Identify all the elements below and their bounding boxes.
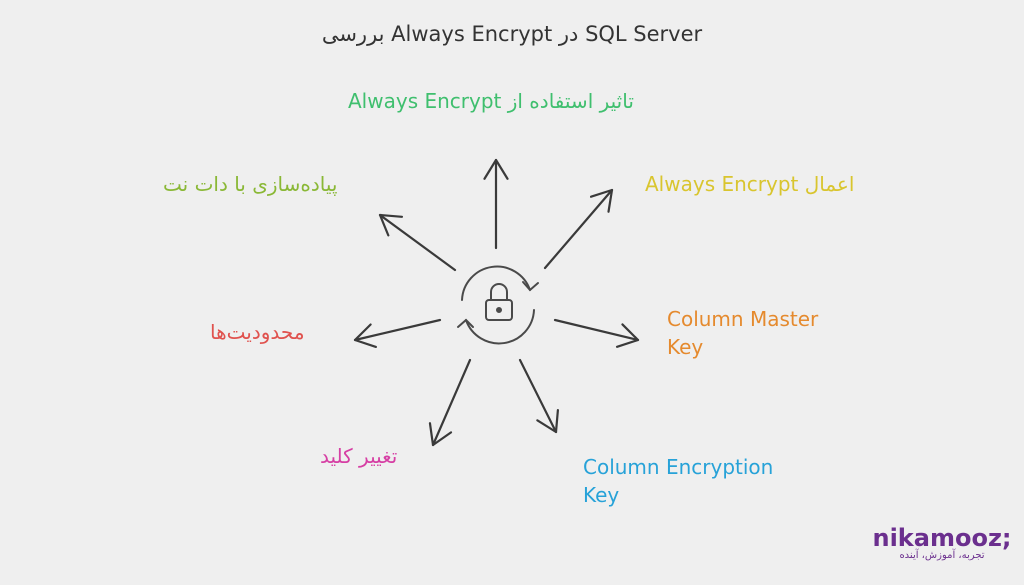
logo-word: nikamooz; bbox=[872, 524, 1012, 552]
branch-label-limitations: محدودیت‌ها bbox=[210, 320, 305, 344]
branch-label-dotnet: پیاده‌سازی با دات نت bbox=[163, 172, 338, 196]
branch-label-column-master-key: Column Master Key bbox=[667, 305, 818, 361]
branch-label-apply: اعمال Always Encrypt bbox=[645, 172, 855, 196]
branch-label-key-change: تغییر کلید bbox=[320, 444, 398, 468]
arrow-apply bbox=[543, 188, 614, 270]
cmk-line-1: Column Master bbox=[667, 307, 819, 331]
arrow-column-encryption-key bbox=[518, 358, 559, 434]
arrow-limitations bbox=[353, 318, 442, 348]
diagram-title: بررسی Always Encrypt در SQL Server bbox=[321, 22, 703, 46]
logo-tagline: تجربه، آموزش، آینده bbox=[899, 550, 985, 561]
arrow-column-master-key bbox=[553, 318, 640, 348]
branch-label-impact: تاثیر استفاده از Always Encrypt bbox=[348, 89, 634, 113]
nikamooz-logo: nikamooz; تجربه، آموزش، آینده bbox=[872, 524, 1012, 561]
arrow-key-change bbox=[428, 358, 472, 447]
arrow-dotnet bbox=[378, 213, 457, 272]
cek-line-1: Column Encryption bbox=[583, 455, 774, 479]
cmk-line-2: Key bbox=[667, 335, 704, 359]
branch-label-column-encryption-key: Column Encryption Key bbox=[583, 453, 773, 509]
arrow-impact bbox=[483, 158, 509, 250]
cek-line-2: Key bbox=[583, 483, 620, 507]
lock-rotate-icon bbox=[457, 265, 539, 345]
